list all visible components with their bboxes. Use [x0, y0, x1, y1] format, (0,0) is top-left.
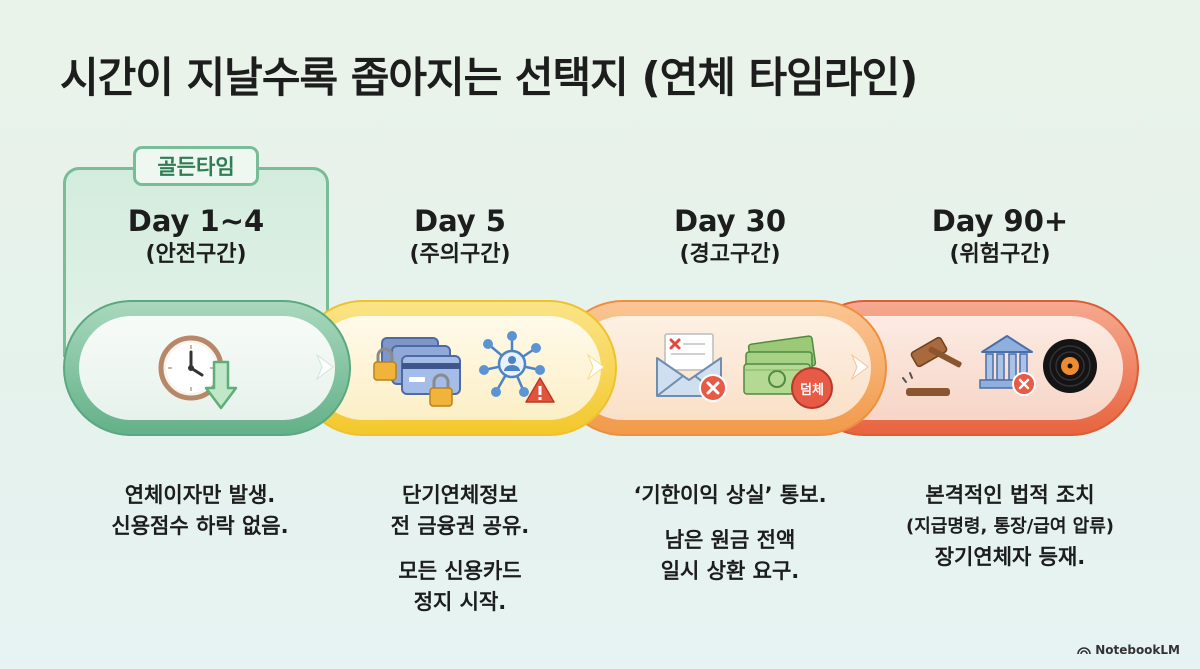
stage-2-desc-line: 모든 신용카드 — [398, 559, 522, 583]
stage-1-header: Day 1~4 (안전구간) — [63, 203, 329, 271]
stage-3-header: Day 30 (경고구간) — [610, 203, 850, 271]
stage-2-desc-line: 전 금융권 공유. — [390, 514, 530, 538]
overdue-badge-label: 덤체 — [800, 382, 824, 398]
overdue-cash-icon — [743, 335, 833, 409]
stage-4-desc-line: 장기연체자 등재. — [934, 545, 1086, 569]
stage-3-day: Day 30 — [673, 204, 787, 238]
stage-2-description: 단기연체정보 전 금융권 공유. 모든 신용카드 정지 시작. — [330, 480, 590, 618]
stage-3-desc-line: 남은 원금 전액 — [664, 528, 796, 552]
stage-1-description: 연체이자만 발생. 신용점수 하락 없음. — [60, 480, 340, 542]
gavel-icon — [902, 336, 962, 396]
stage-4-header: Day 90+ (위험구간) — [880, 203, 1120, 271]
stage-2-day: Day 5 — [414, 204, 506, 238]
stage-1-day: Day 1~4 — [127, 204, 265, 238]
stage-1-zone: (안전구간) — [145, 242, 247, 267]
chevron-right-icon — [850, 353, 869, 381]
stage-1-desc-line: 연체이자만 발생. — [124, 483, 276, 507]
stage-2-desc-line: 정지 시작. — [413, 590, 507, 614]
chevron-right-icon — [586, 353, 605, 381]
stage-4-desc-line: 본격적인 법적 조치 — [925, 483, 1095, 507]
stage-2-header: Day 5 (주의구간) — [340, 203, 580, 271]
arrow-down-icon — [204, 360, 238, 410]
bank-blocked-icon — [979, 335, 1036, 396]
black-record-icon — [1043, 339, 1097, 393]
chevron-right-icon — [315, 353, 334, 381]
stage-2-desc-line: 단기연체정보 — [402, 483, 518, 507]
stage-1-desc-line: 신용점수 하락 없음. — [111, 514, 289, 538]
stage-4-day: Day 90+ — [931, 204, 1069, 238]
clock-icon — [158, 335, 224, 401]
locked-credit-cards-icon — [373, 337, 461, 407]
stage-4-description: 본격적인 법적 조치 (지급명령, 통장/급여 압류) 장기연체자 등재. — [860, 480, 1160, 573]
brand-watermark: NotebookLM — [1077, 643, 1180, 657]
network-warning-icon — [479, 331, 555, 403]
stage-3-desc-line: 일시 상환 요구. — [660, 559, 800, 583]
stage-2-zone: (주의구간) — [409, 242, 511, 267]
stage-3-zone: (경고구간) — [679, 242, 781, 267]
stage-4-desc-line: (지급명령, 통장/급여 압류) — [906, 516, 1114, 537]
rejected-mail-icon — [656, 333, 727, 402]
stage-3-desc-line: ‘기한이익 상실’ 통보. — [633, 483, 827, 507]
stage-4-zone: (위험구간) — [949, 242, 1051, 267]
notebooklm-logo-icon — [1077, 647, 1091, 655]
brand-label: NotebookLM — [1095, 643, 1180, 657]
golden-time-badge: 골든타임 — [133, 146, 259, 186]
page-title: 시간이 지날수록 좁아지는 선택지 (연체 타임라인) — [60, 53, 918, 102]
stage-3-description: ‘기한이익 상실’ 통보. 남은 원금 전액 일시 상환 요구. — [600, 480, 860, 587]
stage-1-pill — [63, 300, 351, 436]
